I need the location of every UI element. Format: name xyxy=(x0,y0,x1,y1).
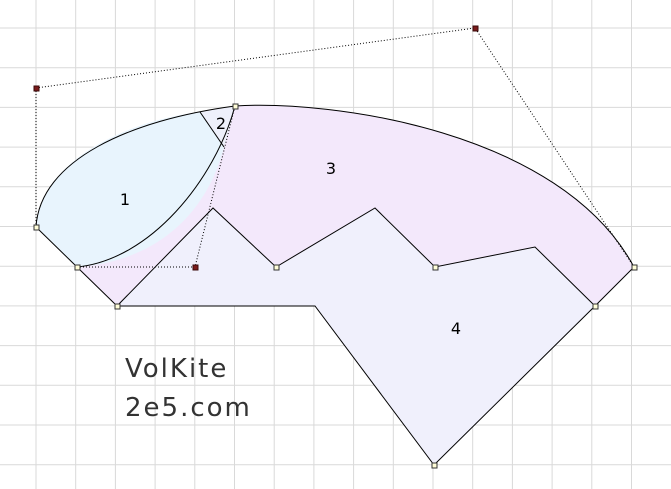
control-point[interactable] xyxy=(192,264,199,271)
watermark-line-1: VolKite xyxy=(125,354,228,384)
zigzag-edge xyxy=(116,207,596,307)
region-1-fill xyxy=(36,112,224,267)
vertex-handle[interactable] xyxy=(592,303,599,310)
outer-arc-edge xyxy=(35,104,635,268)
vertex-handle[interactable] xyxy=(114,303,121,310)
vertex-handle[interactable] xyxy=(431,462,438,469)
guide-line-top xyxy=(35,27,635,268)
vertex-handle[interactable] xyxy=(432,264,439,271)
control-point[interactable] xyxy=(472,25,479,32)
vertex-handle[interactable] xyxy=(232,103,239,110)
region-2-fill xyxy=(200,106,235,147)
divider-edge-1-2 xyxy=(199,111,225,148)
control-point[interactable] xyxy=(33,85,40,92)
region-label-1: 1 xyxy=(120,190,130,209)
vertex-handle[interactable] xyxy=(33,224,40,231)
region-4-fill xyxy=(117,208,595,465)
region-label-3: 3 xyxy=(326,159,336,178)
watermark-line-2: 2e5.com xyxy=(125,393,252,423)
region-label-2: 2 xyxy=(216,114,226,133)
inner-curve-edge xyxy=(76,105,236,268)
vertex-handle[interactable] xyxy=(273,264,280,271)
vertex-handle[interactable] xyxy=(74,264,81,271)
region-label-4: 4 xyxy=(451,319,461,338)
vertex-handle[interactable] xyxy=(631,264,638,271)
